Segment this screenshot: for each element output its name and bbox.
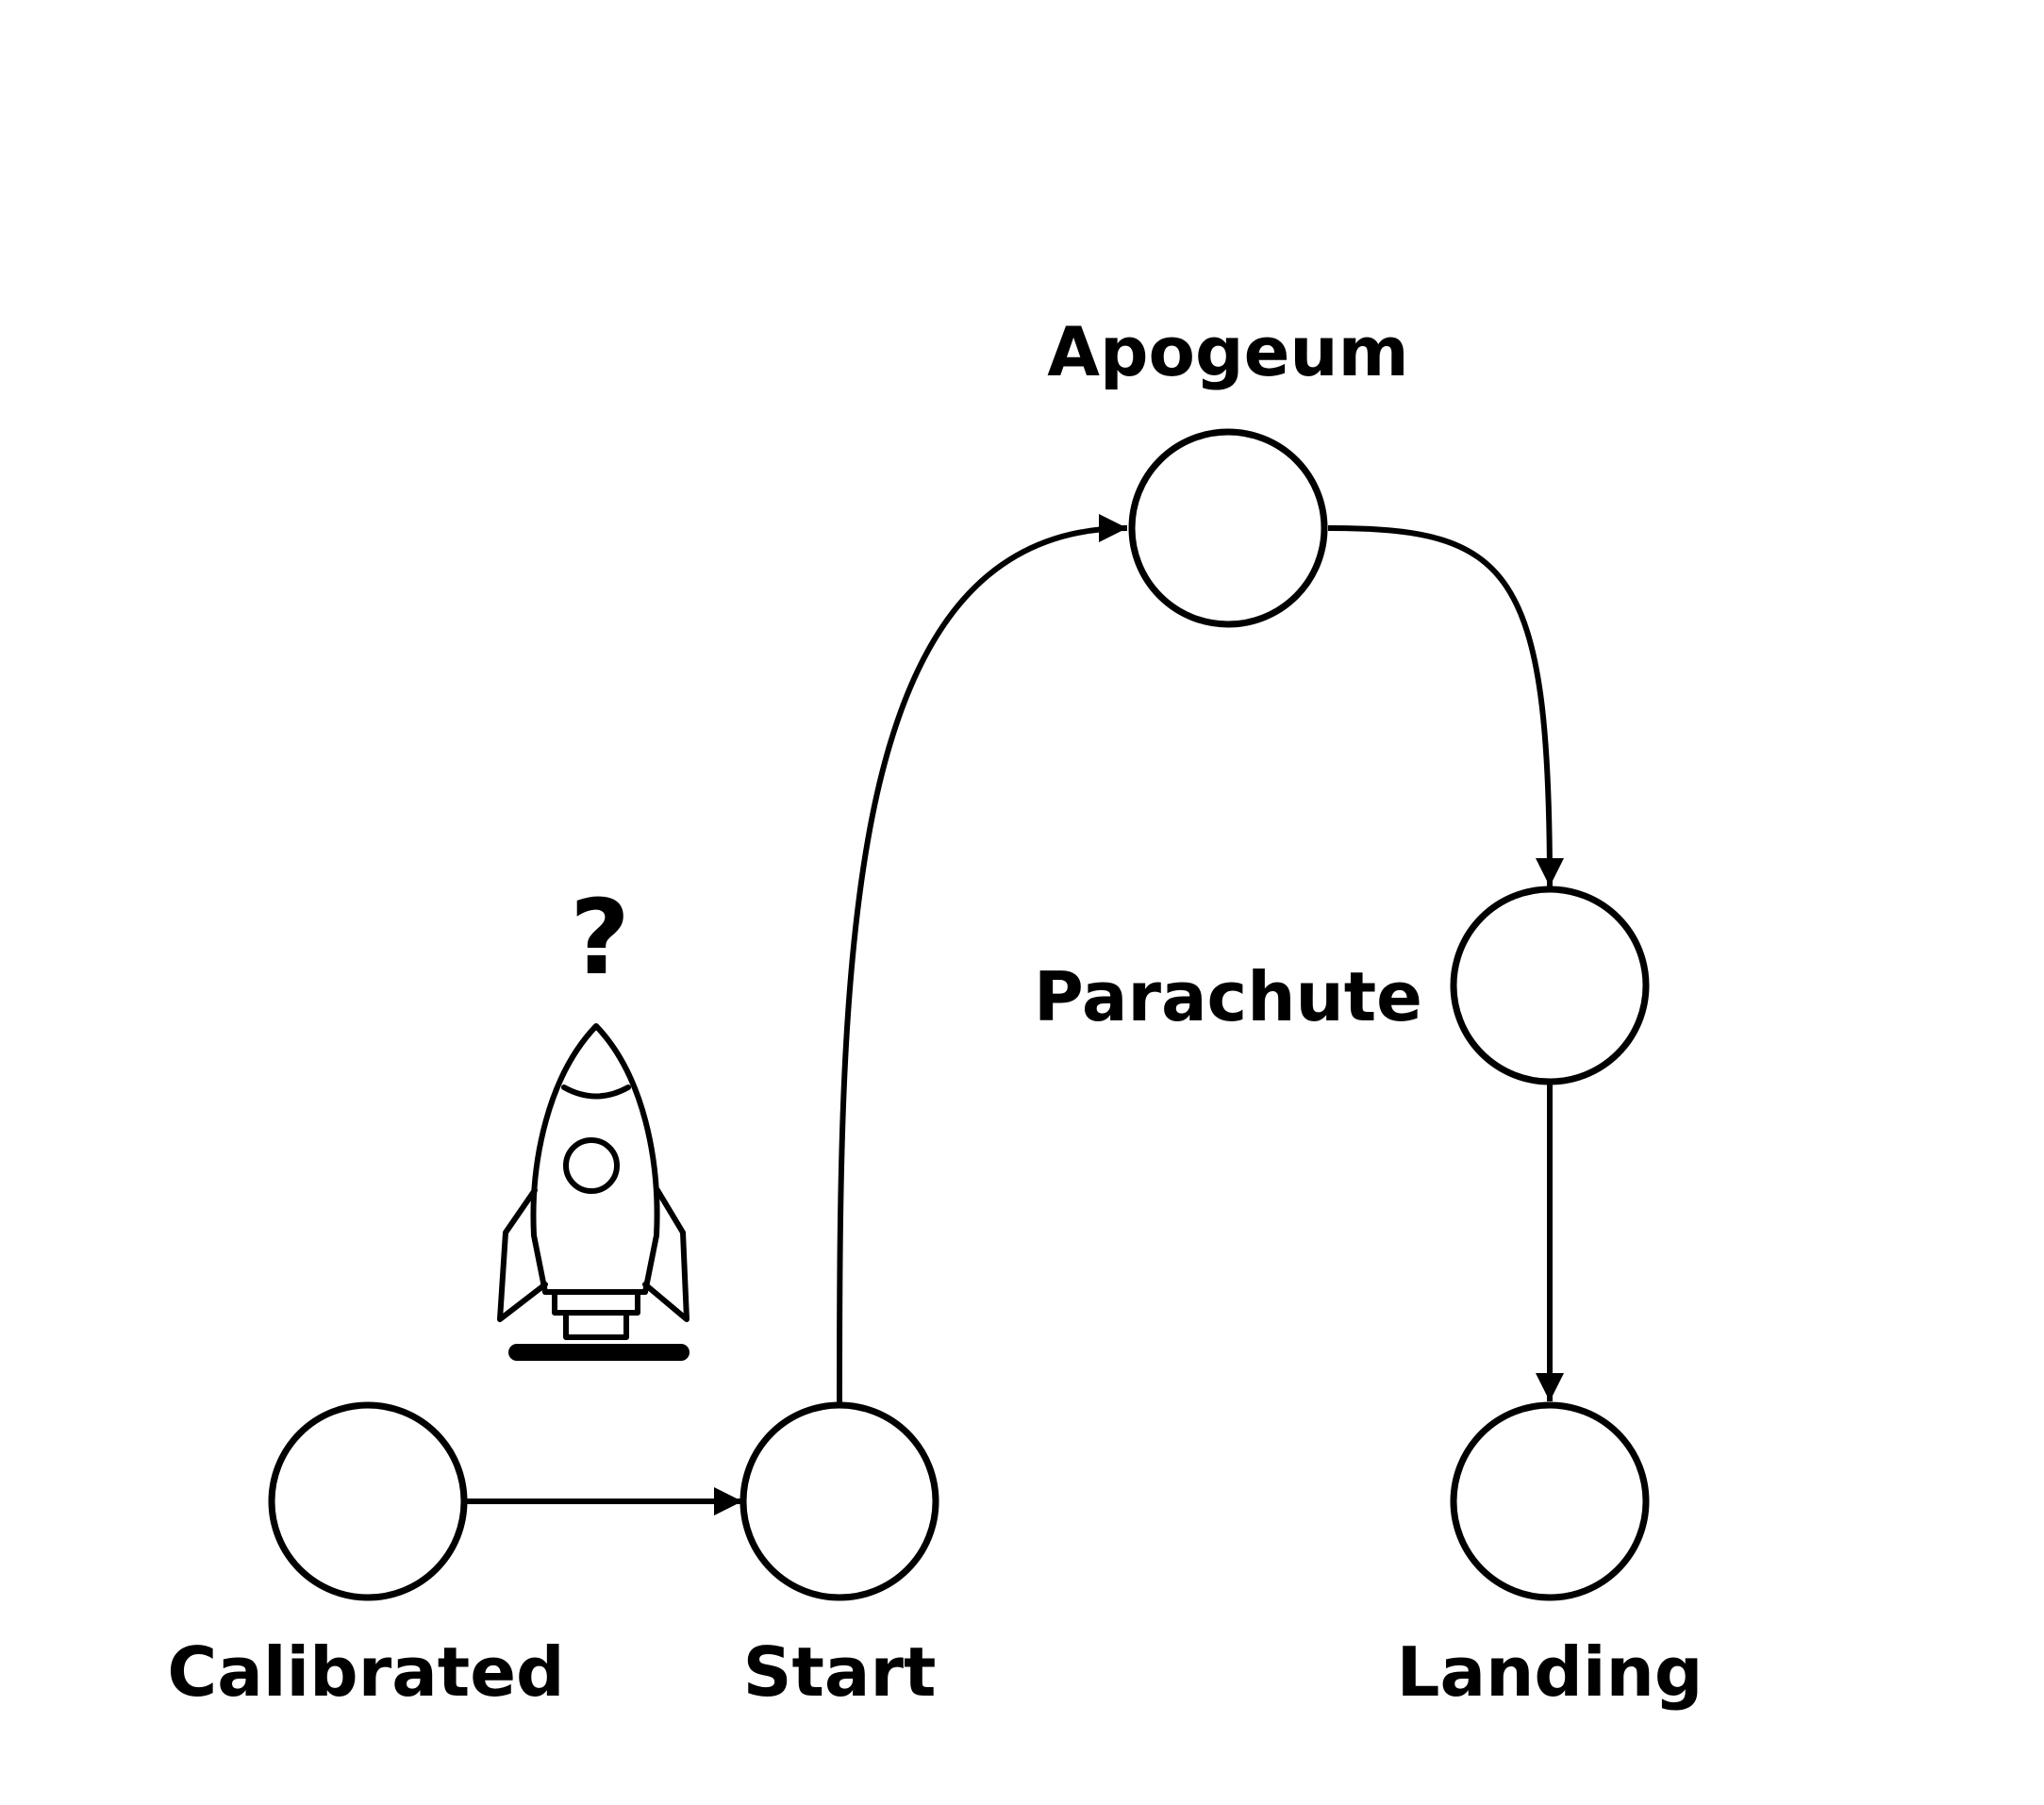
state-node-apogeum: [1128, 428, 1328, 628]
state-label-parachute: Parachute: [1034, 957, 1422, 1036]
state-label-landing: Landing: [1397, 1632, 1703, 1712]
state-node-start: [739, 1401, 939, 1601]
question-mark-icon: ?: [570, 877, 630, 998]
state-label-apogeum: Apogeum: [1047, 312, 1408, 391]
state-node-landing: [1450, 1401, 1650, 1601]
state-node-calibrated: [268, 1401, 468, 1601]
state-label-calibrated: Calibrated: [167, 1632, 564, 1712]
edge-start-to-apogeum: [837, 514, 1128, 1404]
edge-apogeum-to-parachute: [1327, 525, 1564, 887]
rocket-icon: [497, 1023, 690, 1361]
state-label-start: Start: [743, 1632, 937, 1712]
state-node-parachute: [1450, 886, 1650, 1085]
